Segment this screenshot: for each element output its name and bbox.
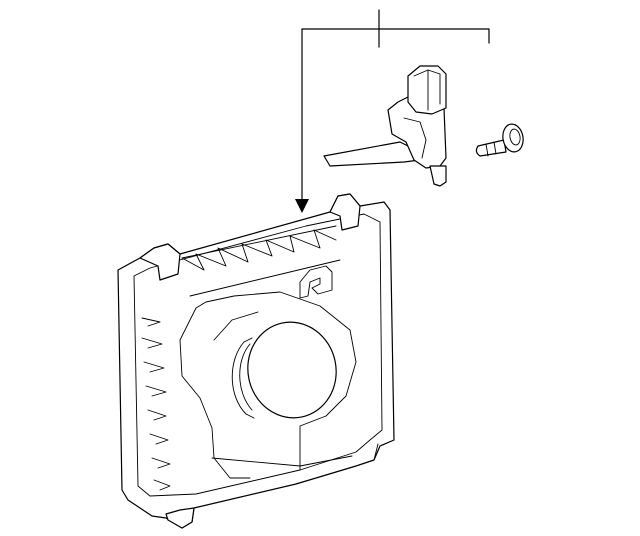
sensor xyxy=(323,65,447,187)
left-fins xyxy=(141,317,171,491)
callout-arrowhead xyxy=(295,199,309,213)
headlamp-assembly xyxy=(117,193,395,529)
bolt xyxy=(475,123,524,157)
lamp-lens xyxy=(247,321,337,419)
callout-bracket xyxy=(295,9,490,213)
